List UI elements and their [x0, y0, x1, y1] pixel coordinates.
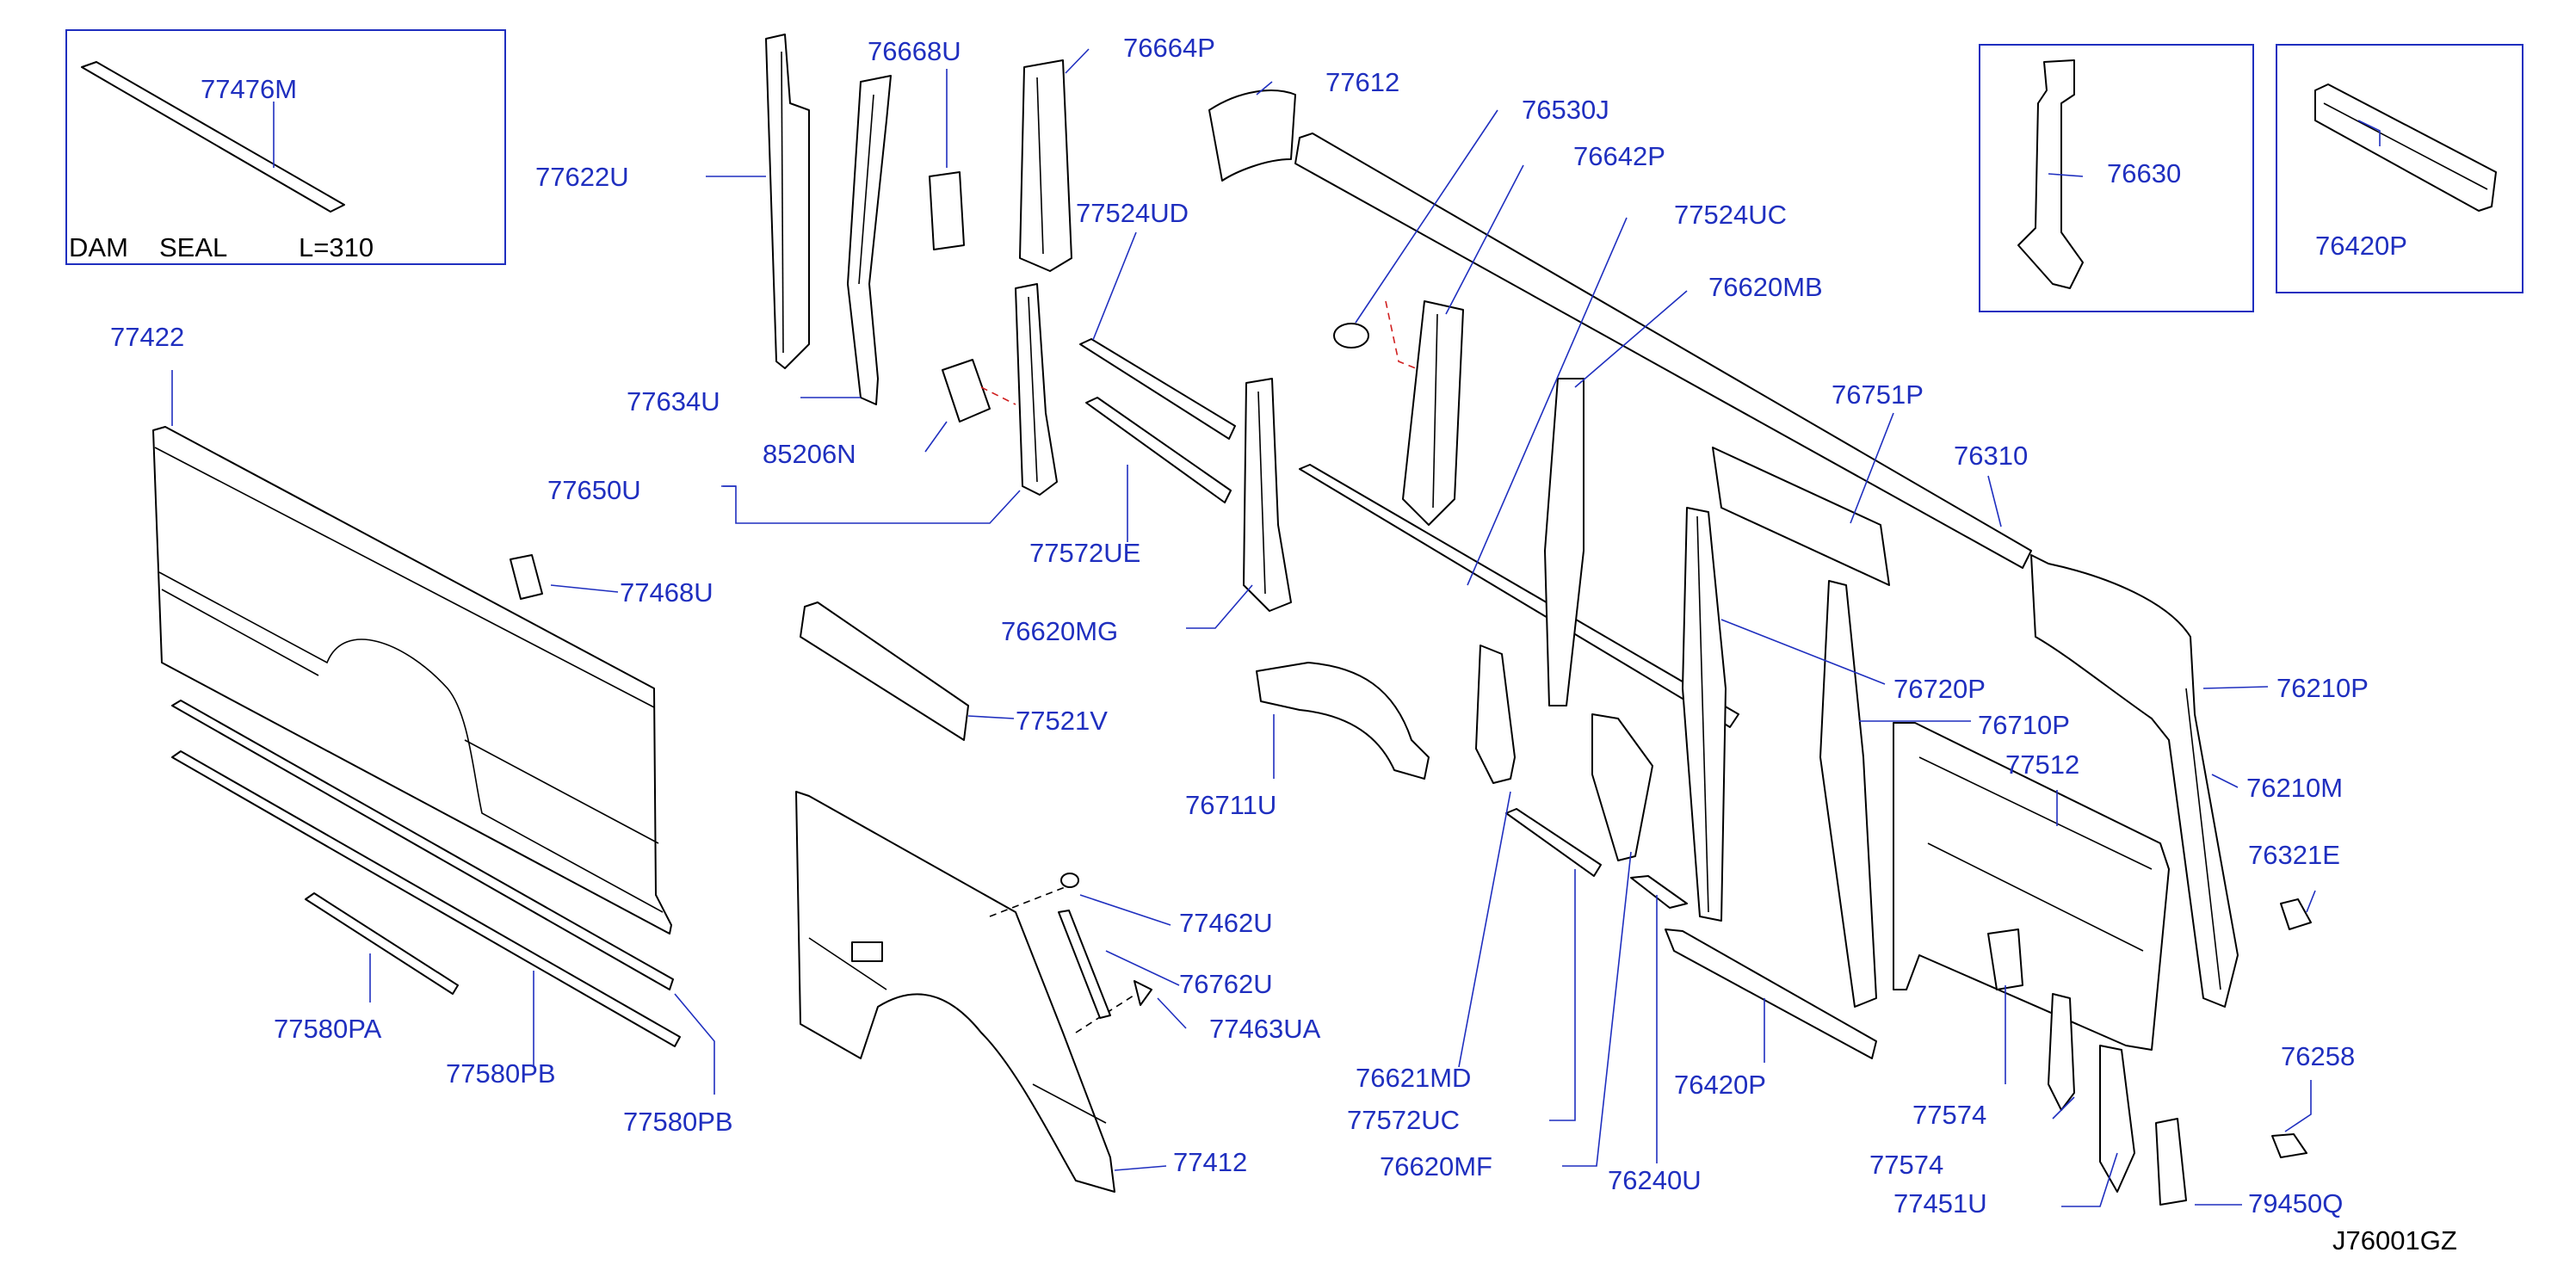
- part-label-77580pa: 77580PA: [274, 1014, 382, 1044]
- roof-rail-76310: [1294, 133, 2032, 569]
- pillar-76620mg: [1243, 378, 1292, 612]
- pillar-77634u: [847, 75, 892, 405]
- pillar-76210: [2030, 554, 2239, 1008]
- bracket-77574-a: [1987, 928, 2023, 990]
- part-label-85206n: 85206N: [763, 439, 856, 469]
- cap-77612: [1208, 89, 1296, 182]
- diagram-code: J76001GZ: [2332, 1225, 2457, 1255]
- part-label-77524ud: 77524UD: [1076, 198, 1189, 228]
- frame-77512: [1893, 722, 2170, 1051]
- plate-77521v: [800, 601, 969, 741]
- strip-77572uc: [1505, 808, 1602, 877]
- part-label-79450q: 79450Q: [2248, 1188, 2344, 1218]
- pillar-76620mb: [1544, 378, 1585, 706]
- part-label-77462u: 77462U: [1179, 908, 1273, 938]
- part-label-77572ue: 77572UE: [1029, 538, 1141, 568]
- part-label-77622u: 77622U: [535, 162, 629, 192]
- bracket-79450q: [2155, 1118, 2187, 1206]
- part-label-77476m: 77476M: [201, 74, 298, 104]
- part-label-76210p: 76210P: [2276, 673, 2369, 703]
- part-label-76668u: 76668U: [868, 36, 961, 66]
- clip-76321e: [2280, 898, 2312, 930]
- part-label-77468u: 77468U: [620, 577, 713, 608]
- part-label-77580pb-upper: 77580PB: [446, 1058, 556, 1089]
- clip-77468u: [510, 554, 543, 600]
- part-label-76420p-inset: 76420P: [2315, 231, 2407, 261]
- inset-box-76420p: [2276, 44, 2523, 293]
- part-label-76321e: 76321E: [2248, 840, 2340, 870]
- arch-76711u: [1256, 662, 1430, 780]
- part-label-76240u: 76240U: [1608, 1165, 1702, 1195]
- part-label-76762u: 76762U: [1179, 969, 1273, 999]
- part-label-76620mf: 76620MF: [1380, 1151, 1492, 1181]
- side-panel-77422: [152, 426, 672, 935]
- part-label-76420p: 76420P: [1674, 1070, 1766, 1100]
- part-label-76620mb: 76620MB: [1708, 272, 1823, 302]
- grommet-76530j: [1333, 323, 1369, 349]
- pillar-76710p: [1819, 580, 1877, 1008]
- pillar-76664p: [1019, 59, 1072, 272]
- part-label-76751p: 76751P: [1832, 379, 1924, 410]
- inset-box-76630: [1979, 44, 2254, 312]
- leader-lines: [171, 48, 2381, 1207]
- part-label-76711u: 76711U: [1185, 790, 1277, 820]
- clip-76258: [2271, 1133, 2307, 1158]
- bracket-76668u: [929, 171, 965, 250]
- inset-note-seal: SEAL: [159, 232, 228, 262]
- part-label-77412: 77412: [1173, 1147, 1248, 1177]
- part-label-77451u: 77451U: [1893, 1188, 1987, 1218]
- cap-77463ua: [1134, 980, 1152, 1006]
- part-label-77574-upper: 77574: [1912, 1100, 1987, 1130]
- bracket-85206n: [942, 359, 991, 423]
- part-label-77512: 77512: [2005, 750, 2080, 780]
- inset-box-dam-seal: [65, 29, 506, 265]
- part-label-76621md: 76621MD: [1356, 1063, 1472, 1093]
- beam-76420p-inset: [2314, 83, 2497, 212]
- pillar-76620mf: [1591, 713, 1653, 861]
- strip-76762u: [1058, 910, 1111, 1019]
- part-label-77521v: 77521V: [1016, 706, 1108, 736]
- part-label-76642p: 76642P: [1573, 141, 1665, 171]
- inset-note-length: L=310: [299, 232, 374, 262]
- part-label-77422: 77422: [110, 322, 185, 352]
- part-label-76620mg: 76620MG: [1001, 616, 1119, 646]
- part-label-77612: 77612: [1325, 67, 1400, 97]
- pillar-76720p: [1682, 507, 1727, 922]
- part-label-76530j: 76530J: [1522, 95, 1609, 125]
- rail-77524uc: [1299, 464, 1739, 728]
- rail-77524ud: [1079, 338, 1236, 440]
- part-label-76630: 76630: [2107, 158, 2182, 188]
- rear-fender-77412: [795, 791, 1115, 1193]
- bracket-77451u: [2099, 1045, 2135, 1193]
- pillar-77650u: [1015, 283, 1058, 496]
- part-label-77650u: 77650U: [547, 475, 641, 505]
- part-label-76720p: 76720P: [1893, 674, 1986, 704]
- rail-77572ue: [1085, 397, 1232, 503]
- part-label-77574-lower: 77574: [1869, 1150, 1944, 1180]
- sill-76420p: [1665, 928, 1877, 1059]
- part-label-77580pb-lower: 77580PB: [623, 1107, 733, 1137]
- part-label-77524uc: 77524UC: [1674, 200, 1787, 230]
- bracket-77574-b: [2048, 993, 2075, 1111]
- bracket-76751p: [1712, 447, 1890, 586]
- pillar-76621md: [1475, 645, 1516, 784]
- part-label-76258: 76258: [2281, 1041, 2356, 1071]
- inset-note-dam: DAM: [69, 232, 128, 262]
- cap-77462u: [1060, 873, 1079, 888]
- part-label-77463ua: 77463UA: [1209, 1014, 1321, 1044]
- part-label-76210m: 76210M: [2246, 773, 2344, 803]
- part-label-77634u: 77634U: [627, 386, 720, 416]
- pillar-76642p: [1402, 300, 1464, 526]
- pillar-77622u: [765, 34, 810, 369]
- part-label-76710p: 76710P: [1978, 710, 2070, 740]
- part-label-76664p: 76664P: [1123, 33, 1215, 63]
- molding-strips: [171, 700, 681, 1047]
- part-label-76310: 76310: [1954, 441, 2029, 471]
- seal-strip-part: [81, 61, 345, 213]
- piece-76240u: [1630, 875, 1688, 909]
- part-label-77572uc: 77572UC: [1347, 1105, 1460, 1135]
